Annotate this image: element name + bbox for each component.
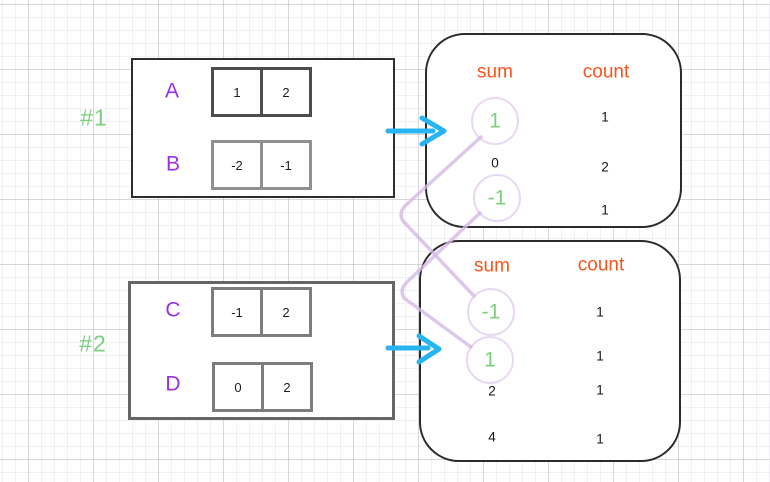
sum-value: 2 [488,383,496,399]
sum-value: 0 [491,155,499,171]
array-c-cells: -1 2 [211,287,312,337]
count-value: 1 [596,304,604,320]
example-1-label: #1 [80,104,108,131]
array-a-label: A [164,79,180,103]
sum-ring [471,97,519,145]
count-value: 1 [596,382,604,398]
hashmap-box-2 [419,240,681,462]
hashmap-box-1 [425,33,682,228]
sum-header-2: sum [474,255,510,277]
sum-value: 1 [489,109,501,133]
count-value: 1 [596,431,604,447]
array-d-cell-1: 2 [261,362,313,412]
count-header-2: count [577,254,625,276]
array-b-label: B [165,152,181,176]
array-c-cell-0: -1 [211,287,263,337]
array-b-cell-0: -2 [211,140,263,190]
array-a-cells: 1 2 [211,67,312,117]
sum-value: -1 [481,300,501,324]
array-a-cell-0: 1 [211,67,263,117]
count-value: 2 [601,159,609,175]
array-c-label: C [165,298,181,322]
sum-ring [466,336,514,384]
count-value: 1 [601,109,609,125]
sum-value: 1 [484,348,496,372]
sum-value: -1 [487,186,507,210]
array-d-cells: 0 2 [212,362,313,412]
sum-header-1: sum [477,61,513,83]
array-a-cell-1: 2 [260,67,312,117]
count-header-1: count [582,61,630,83]
array-b-cells: -2 -1 [211,140,312,190]
sum-value: 4 [488,429,496,445]
array-d-label: D [165,372,181,396]
count-value: 1 [601,202,609,218]
array-d-cell-0: 0 [212,362,264,412]
array-c-cell-1: 2 [260,287,312,337]
count-value: 1 [596,348,604,364]
example-2-label: #2 [79,330,107,357]
array-b-cell-1: -1 [260,140,312,190]
